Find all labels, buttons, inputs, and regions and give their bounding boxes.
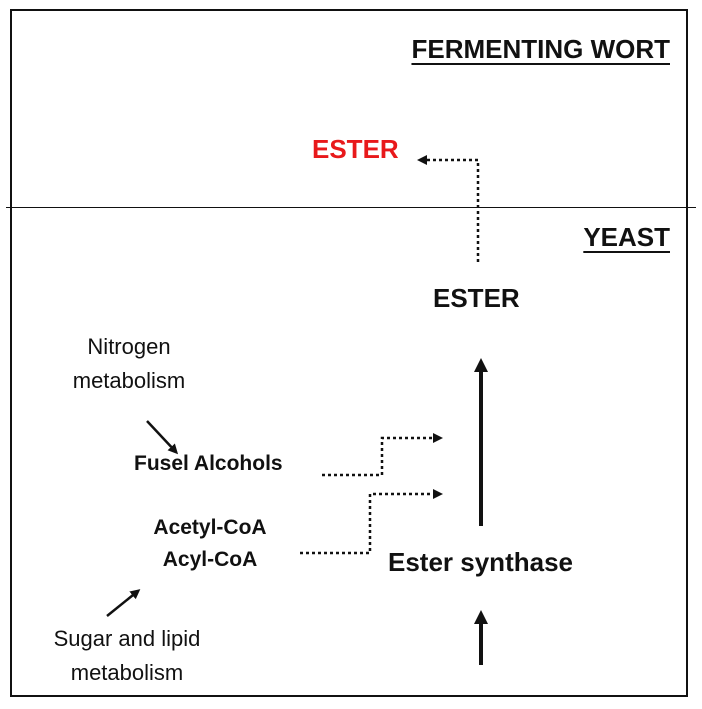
ester-wort-label: ESTER (312, 134, 399, 164)
nitrogen-metabolism-label: Nitrogen metabolism (48, 330, 210, 398)
sugar-line-1: Sugar and lipid (53, 626, 201, 651)
coa-substrates-arrow (300, 489, 443, 555)
nitrogen-line-2: metabolism (72, 368, 186, 393)
sugar-lipid-metabolism-label: Sugar and lipid metabolism (28, 622, 226, 690)
acetyl-coa-label: Acetyl-CoA (153, 516, 267, 539)
acyl-coa-label: Acyl-CoA (162, 548, 258, 571)
sugar-line-2: metabolism (70, 660, 184, 685)
ester-synthase-label: Ester synthase (388, 547, 573, 577)
nitrogen-line-1: Nitrogen (87, 334, 171, 359)
fusel-alcohols-arrow (322, 433, 443, 477)
sugar-to-coa-arrow (106, 589, 141, 617)
compartment-divider (6, 207, 696, 208)
fusel-alcohols-label: Fusel Alcohols (134, 452, 283, 475)
nitrogen-to-fusel-arrow (146, 420, 179, 455)
diagram-frame (10, 9, 688, 697)
ester-secretion-arrow (417, 155, 480, 262)
coa-substrates-label: Acetyl-CoA Acyl-CoA (130, 512, 290, 576)
ester-yeast-label: ESTER (433, 283, 520, 313)
yeast-title: YEAST (583, 222, 670, 252)
fermenting-wort-title: FERMENTING WORT (411, 34, 670, 64)
